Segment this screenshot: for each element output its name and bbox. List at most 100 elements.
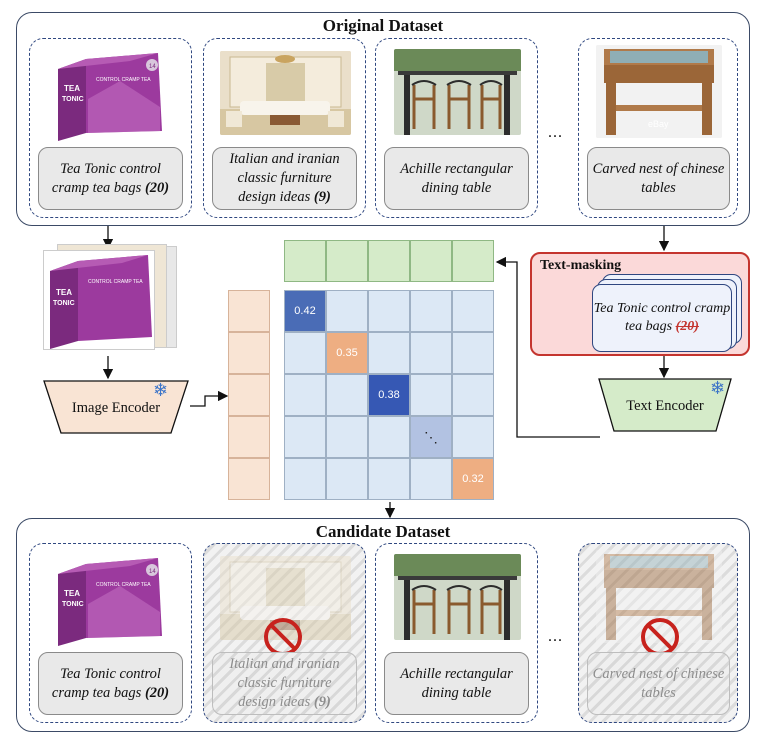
arrow-to-text-embeddings [495, 256, 600, 438]
tea-brand-top: TEA [64, 84, 80, 93]
caption-count: (9) [313, 694, 331, 710]
candidate-caption-1: Tea Tonic control cramp tea bags (20) [38, 652, 183, 715]
caption-text: Achille rectangular dining table [400, 160, 513, 196]
similarity-cell [368, 290, 410, 332]
text-embedding-cell [368, 240, 410, 282]
candidate-caption-2: Italian and iranian classic furniture de… [212, 652, 357, 715]
tea-side-text: CONTROL CRAMP TEA [96, 77, 151, 83]
tea-brand-bottom: TONIC [62, 601, 84, 608]
text-embedding-cell [452, 240, 494, 282]
caption-text: Italian and iranian classic furniture de… [229, 151, 340, 205]
original-dataset-title: Original Dataset [322, 16, 444, 35]
tea-brand-top: TEA [56, 288, 72, 297]
similarity-cell [326, 416, 368, 458]
caption-text: Italian and iranian classic furniture de… [229, 656, 340, 710]
candidate-card-4-filtered: Carved nest of chinese tables [578, 543, 738, 723]
original-card-4: eBay Carved nest of chinese tables [578, 38, 738, 218]
candidate-caption-4: Carved nest of chinese tables [587, 652, 730, 715]
original-caption-4: Carved nest of chinese tables [587, 147, 730, 210]
similarity-cell [410, 290, 452, 332]
candidate-dataset-title: Candidate Dataset [315, 522, 451, 541]
similarity-cell [410, 374, 452, 416]
text-encoder: Text Encoder ❄ [598, 378, 732, 432]
similarity-cell [410, 458, 452, 500]
candidate-caption-3: Achille rectangular dining table [384, 652, 529, 715]
caption-count: (9) [313, 189, 331, 205]
frozen-snowflake-icon: ❄ [153, 380, 169, 400]
text-encoder-label: Text Encoder [626, 397, 704, 414]
image-embedding-cell [228, 458, 270, 500]
original-caption-3: Achille rectangular dining table [384, 147, 529, 210]
similarity-cell [284, 374, 326, 416]
tea-box-image: TEA TONIC CONTROL CRAMP TEA 14 [50, 556, 168, 649]
similarity-cell [326, 458, 368, 500]
original-caption-2: Italian and iranian classic furniture de… [212, 147, 357, 210]
original-card-3: Achille rectangular dining table [375, 38, 538, 218]
dining-table-image [394, 49, 521, 135]
masked-count-struck: (20) [675, 319, 699, 334]
living-room-image [220, 556, 351, 640]
image-stack: TEA TONIC CONTROL CRAMP TEA [43, 242, 178, 352]
similarity-cell [284, 416, 326, 458]
similarity-cell [326, 290, 368, 332]
text-embedding-cell [410, 240, 452, 282]
similarity-cell [284, 458, 326, 500]
tea-side-text: CONTROL CRAMP TEA [88, 279, 143, 285]
image-embedding-cell [228, 416, 270, 458]
caption-text: Carved nest of chinese tables [592, 160, 725, 196]
tea-brand-bottom: TONIC [62, 96, 84, 103]
caption-text: Tea Tonic control cramp tea bags [51, 665, 161, 701]
tea-brand-top: TEA [64, 589, 80, 598]
similarity-diagonal-cell: 0.38 [368, 374, 410, 416]
dining-table-image [394, 554, 521, 640]
similarity-cell [368, 416, 410, 458]
caption-text: Tea Tonic control cramp tea bags [51, 160, 161, 196]
text-embedding-cell [284, 240, 326, 282]
similarity-diagonal-cell: 0.42 [284, 290, 326, 332]
carved-table-image: eBay [596, 45, 722, 138]
masked-caption-text: Tea Tonic control cramp tea bags [593, 301, 731, 334]
image-embedding-cell [228, 332, 270, 374]
similarity-cell [368, 458, 410, 500]
similarity-diagonal-cell: ⋱ [410, 416, 452, 458]
tea-brand-bottom: TONIC [53, 300, 75, 307]
tea-side-text: CONTROL CRAMP TEA [96, 582, 151, 588]
candidate-ellipsis: ... [548, 628, 563, 645]
original-caption-1: Tea Tonic control cramp tea bags (20) [38, 147, 183, 210]
image-embedding-cell [228, 374, 270, 416]
living-room-image [220, 51, 351, 135]
original-card-1: TEA TONIC CONTROL CRAMP TEA 14 Tea Tonic… [29, 38, 192, 218]
text-embeddings [284, 240, 494, 282]
candidate-card-2-filtered: Italian and iranian classic furniture de… [203, 543, 366, 723]
caption-count: (20) [144, 179, 170, 196]
similarity-cell [452, 332, 494, 374]
ebay-watermark: eBay [648, 119, 669, 129]
caption-count: (20) [144, 684, 170, 701]
image-embedding-cell [228, 290, 270, 332]
arrow-to-image-embeddings [190, 390, 229, 407]
text-masking-box: Text-masking Tea Tonic control cramp tea… [530, 252, 750, 356]
similarity-cell [452, 416, 494, 458]
similarity-cell [284, 332, 326, 374]
similarity-cell [452, 290, 494, 332]
tea-badge: 14 [149, 64, 156, 70]
similarity-diagonal-cell: 0.35 [326, 332, 368, 374]
image-embeddings [228, 290, 270, 500]
ban-icon [264, 618, 302, 656]
candidate-card-3: Achille rectangular dining table [375, 543, 538, 723]
text-embedding-cell [326, 240, 368, 282]
stacked-image-front: TEA TONIC CONTROL CRAMP TEA [43, 250, 155, 350]
similarity-cell [326, 374, 368, 416]
ban-icon [641, 618, 679, 656]
similarity-cell [368, 332, 410, 374]
tea-badge: 14 [149, 569, 156, 575]
image-encoder: Image Encoder ❄ [43, 380, 189, 434]
image-encoder-label: Image Encoder [71, 399, 161, 416]
original-ellipsis: ... [548, 124, 563, 141]
similarity-cell [452, 374, 494, 416]
similarity-diagonal-cell: 0.32 [452, 458, 494, 500]
caption-text: Carved nest of chinese tables [592, 665, 725, 701]
candidate-card-1: TEA TONIC CONTROL CRAMP TEA 14 Tea Tonic… [29, 543, 192, 723]
frozen-snowflake-icon: ❄ [710, 378, 726, 398]
